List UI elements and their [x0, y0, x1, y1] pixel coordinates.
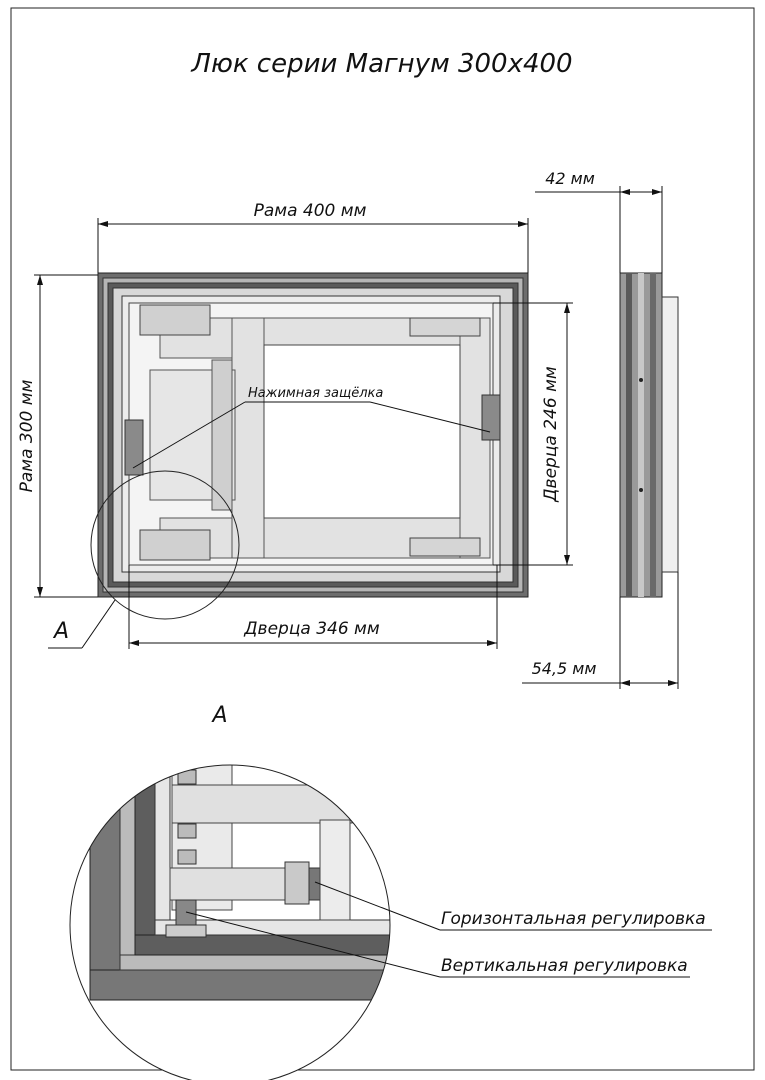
front-view [97, 272, 529, 598]
depth-frame-dimension: 42 мм [535, 169, 663, 273]
drawing-title: Люк серии Магнум 300х400 [190, 49, 572, 79]
frame-width-dimension: Рама 400 мм [97, 201, 529, 273]
door-width-label: Дверца 346 мм [243, 619, 380, 639]
door-height-dimension: Дверца 246 мм [493, 302, 573, 566]
latch-label: Нажимная защёлка [248, 386, 383, 401]
sheet-border [10, 7, 755, 1071]
detail-title: A [210, 703, 227, 728]
latch-callout: Нажимная защёлка [132, 386, 491, 469]
depth-total-label: 54,5 мм [532, 659, 597, 678]
vertical-adjust-callout: Вертикальная регулировка [185, 911, 690, 978]
depth-total-dimension: 54,5 мм [522, 572, 679, 689]
frame-height-dimension: Рама 300 мм [17, 274, 98, 598]
door-height-label: Дверца 246 мм [541, 366, 561, 503]
door-width-dimension: Дверца 346 мм [128, 565, 498, 649]
horizontal-adjust-label: Горизонтальная регулировка [441, 909, 706, 929]
depth-frame-label: 42 мм [545, 169, 595, 188]
vertical-adjust-label: Вертикальная регулировка [441, 956, 688, 976]
detail-a-marker: A [48, 470, 240, 649]
frame-height-label: Рама 300 мм [17, 379, 37, 492]
detail-circle [69, 764, 391, 1080]
frame-width-label: Рама 400 мм [254, 201, 367, 221]
detail-marker-label: A [52, 619, 69, 644]
detail-a-view [70, 765, 390, 1080]
horizontal-adjust-callout: Горизонтальная регулировка [314, 881, 712, 931]
side-view [619, 272, 679, 598]
